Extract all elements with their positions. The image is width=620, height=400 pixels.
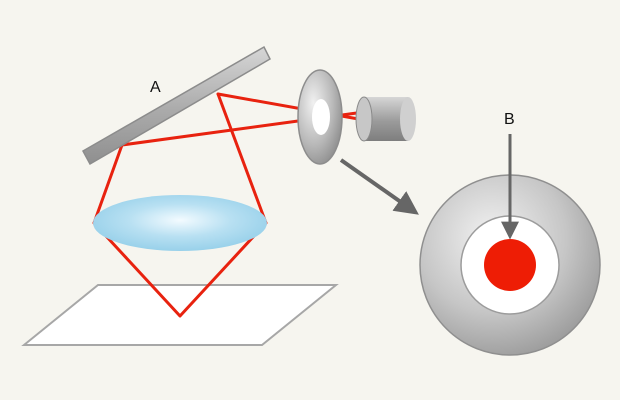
detector-cylinder-icon: [355, 96, 416, 142]
aperture-closeup: [419, 174, 601, 356]
detector-back: [400, 97, 416, 141]
lens-icon: [93, 195, 267, 251]
mirror-icon: [81, 45, 271, 166]
lower-laser-beam: [92, 92, 268, 318]
label-b: B: [504, 111, 515, 128]
zoom-arrow: [339, 158, 419, 215]
label-a: A: [150, 79, 161, 96]
detector-front: [355, 96, 373, 142]
focused-spot: [484, 239, 536, 291]
aperture-hole: [312, 99, 330, 135]
aperture-disk-icon: [297, 69, 343, 165]
